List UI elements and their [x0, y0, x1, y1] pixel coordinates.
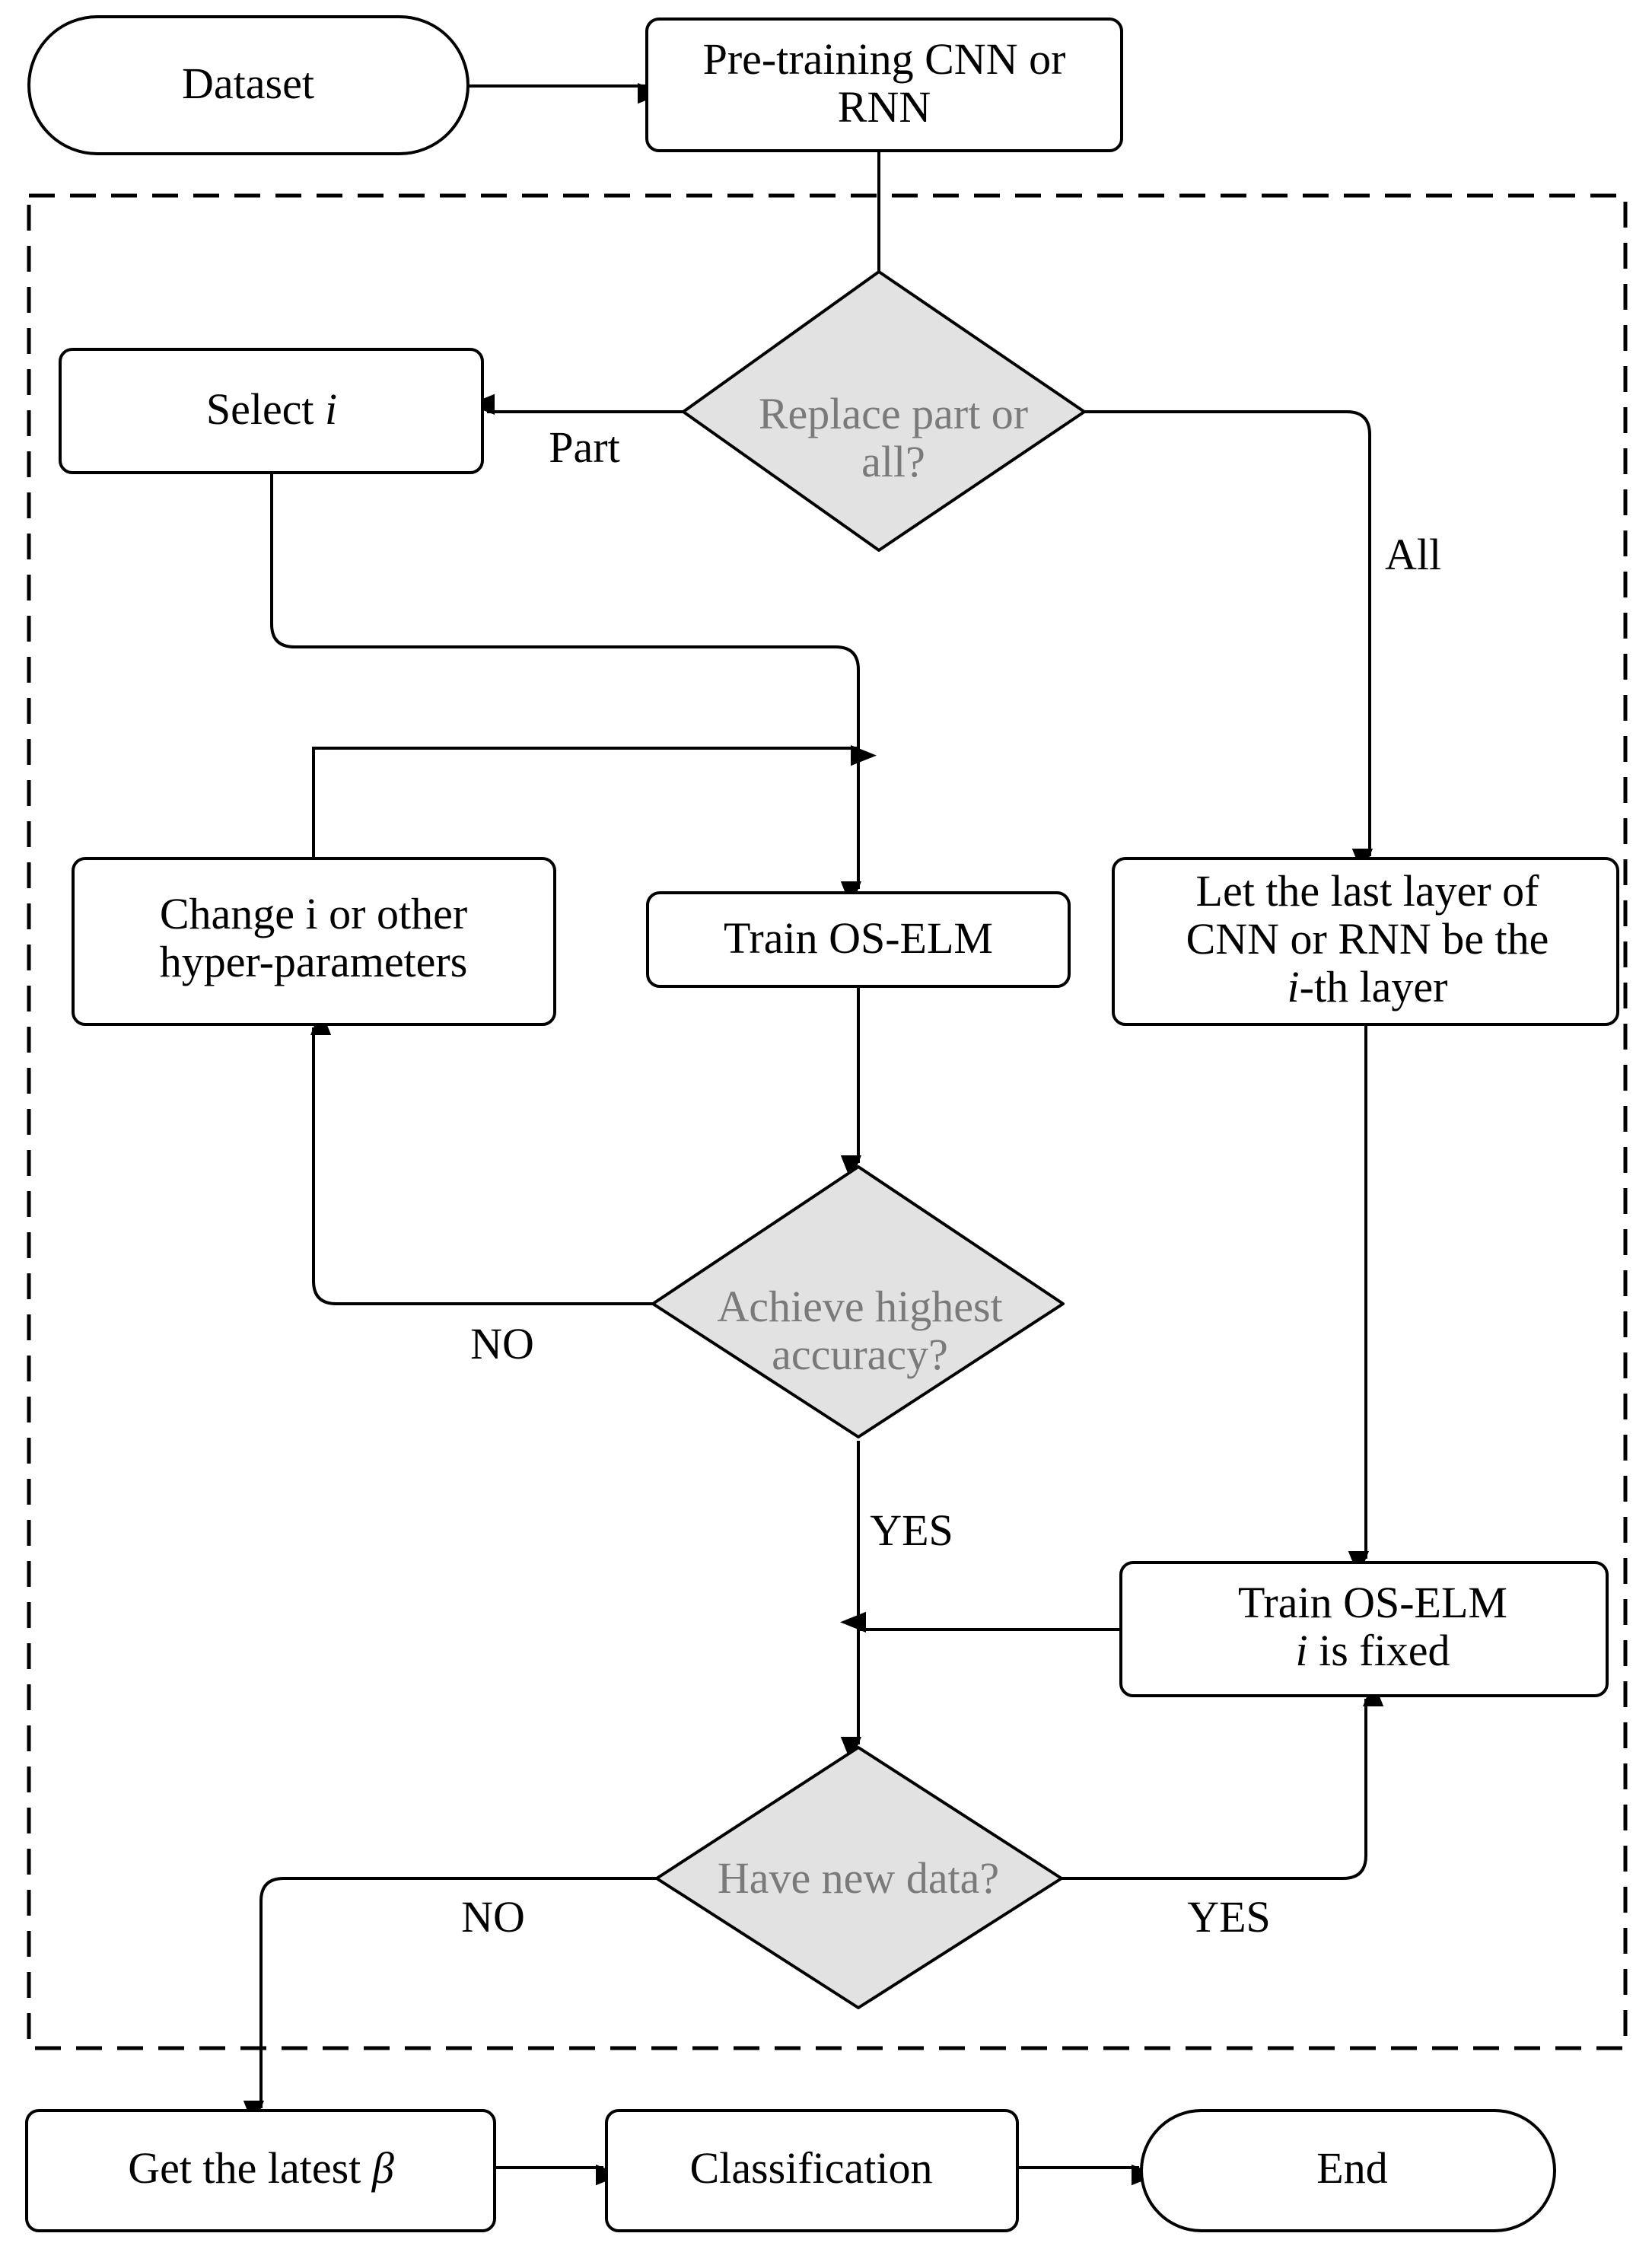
- last-layer-label-line3: i-th layer: [1288, 962, 1448, 1011]
- new-data-decision-node: Have new data?: [655, 1746, 1063, 2009]
- last-layer-node: Let the last layer of CNN or RNN be the …: [1112, 857, 1619, 1026]
- last-layer-var: i: [1288, 962, 1300, 1011]
- edge-replace-to-last-layer: [1084, 410, 1373, 875]
- select-i-var: i: [325, 384, 337, 434]
- edge-newdata-no: [243, 1877, 657, 2127]
- dataset-node: Dataset: [27, 15, 469, 155]
- train-fixed-label-line2: i is fixed: [1296, 1626, 1450, 1675]
- edge-label-newdata-no: NO: [461, 1892, 525, 1942]
- classification-node: Classification: [605, 2109, 1019, 2232]
- connectors: [243, 83, 1384, 2186]
- last-layer-rest: -th layer: [1300, 962, 1448, 1011]
- change-i-node: Change i or other hyper-parameters: [72, 857, 556, 1026]
- get-beta-label: Get the latest β: [128, 2143, 394, 2193]
- end-node: End: [1140, 2109, 1556, 2232]
- pretraining-label-line1: Pre-training CNN or: [703, 34, 1066, 84]
- end-label: End: [1316, 2143, 1387, 2193]
- replace-decision-label-line1: Replace part or: [759, 389, 1028, 438]
- edge-label-newdata-yes: YES: [1187, 1892, 1271, 1942]
- change-i-label-line2: hyper-parameters: [160, 937, 468, 986]
- dataset-label: Dataset: [182, 59, 314, 108]
- train-fixed-node: Train OS-ELM i is fixed: [1119, 1561, 1609, 1697]
- train-oselm-label: Train OS-ELM: [724, 913, 993, 963]
- edge-accuracy-no: [310, 1008, 653, 1305]
- select-i-node: Select i: [59, 348, 484, 474]
- edge-label-accuracy-yes: YES: [870, 1505, 953, 1555]
- change-i-label-line1: Change i or other: [160, 889, 467, 938]
- accuracy-decision-label-line1: Achieve highest: [717, 1282, 1002, 1331]
- accuracy-decision-label-line2: accuracy?: [772, 1330, 948, 1379]
- replace-decision-node: Replace part or all?: [682, 270, 1086, 552]
- train-oselm-node: Train OS-ELM: [646, 891, 1071, 988]
- pretraining-node: Pre-training CNN or RNN: [645, 18, 1123, 152]
- classification-label: Classification: [690, 2143, 933, 2193]
- train-fixed-rest: is fixed: [1308, 1626, 1450, 1675]
- get-beta-var: β: [371, 2143, 394, 2193]
- edge-label-part: Part: [549, 422, 619, 472]
- pretraining-label-line2: RNN: [838, 82, 931, 132]
- replace-decision-label-line2: all?: [861, 437, 925, 486]
- edge-select-i-to-train: [270, 474, 861, 908]
- edge-label-accuracy-no: NO: [470, 1319, 534, 1368]
- select-i-text: Select: [206, 384, 325, 434]
- dashed-boundary: [27, 193, 1628, 2050]
- get-beta-node: Get the latest β: [25, 2109, 496, 2232]
- edge-label-all: All: [1385, 530, 1441, 579]
- train-fixed-label-line1: Train OS-ELM: [1238, 1578, 1507, 1627]
- last-layer-label-line2: CNN or RNN be the: [1186, 914, 1549, 964]
- accuracy-decision-node: Achieve highest accuracy?: [651, 1165, 1065, 1438]
- edge-change-i-loop: [312, 745, 877, 859]
- train-fixed-var: i: [1296, 1626, 1308, 1675]
- last-layer-label-line1: Let the last layer of: [1196, 866, 1540, 916]
- new-data-decision-label: Have new data?: [718, 1853, 999, 1903]
- edge-newdata-yes: [1062, 1680, 1384, 1880]
- select-i-label: Select i: [206, 384, 337, 434]
- get-beta-text: Get the latest: [128, 2143, 372, 2193]
